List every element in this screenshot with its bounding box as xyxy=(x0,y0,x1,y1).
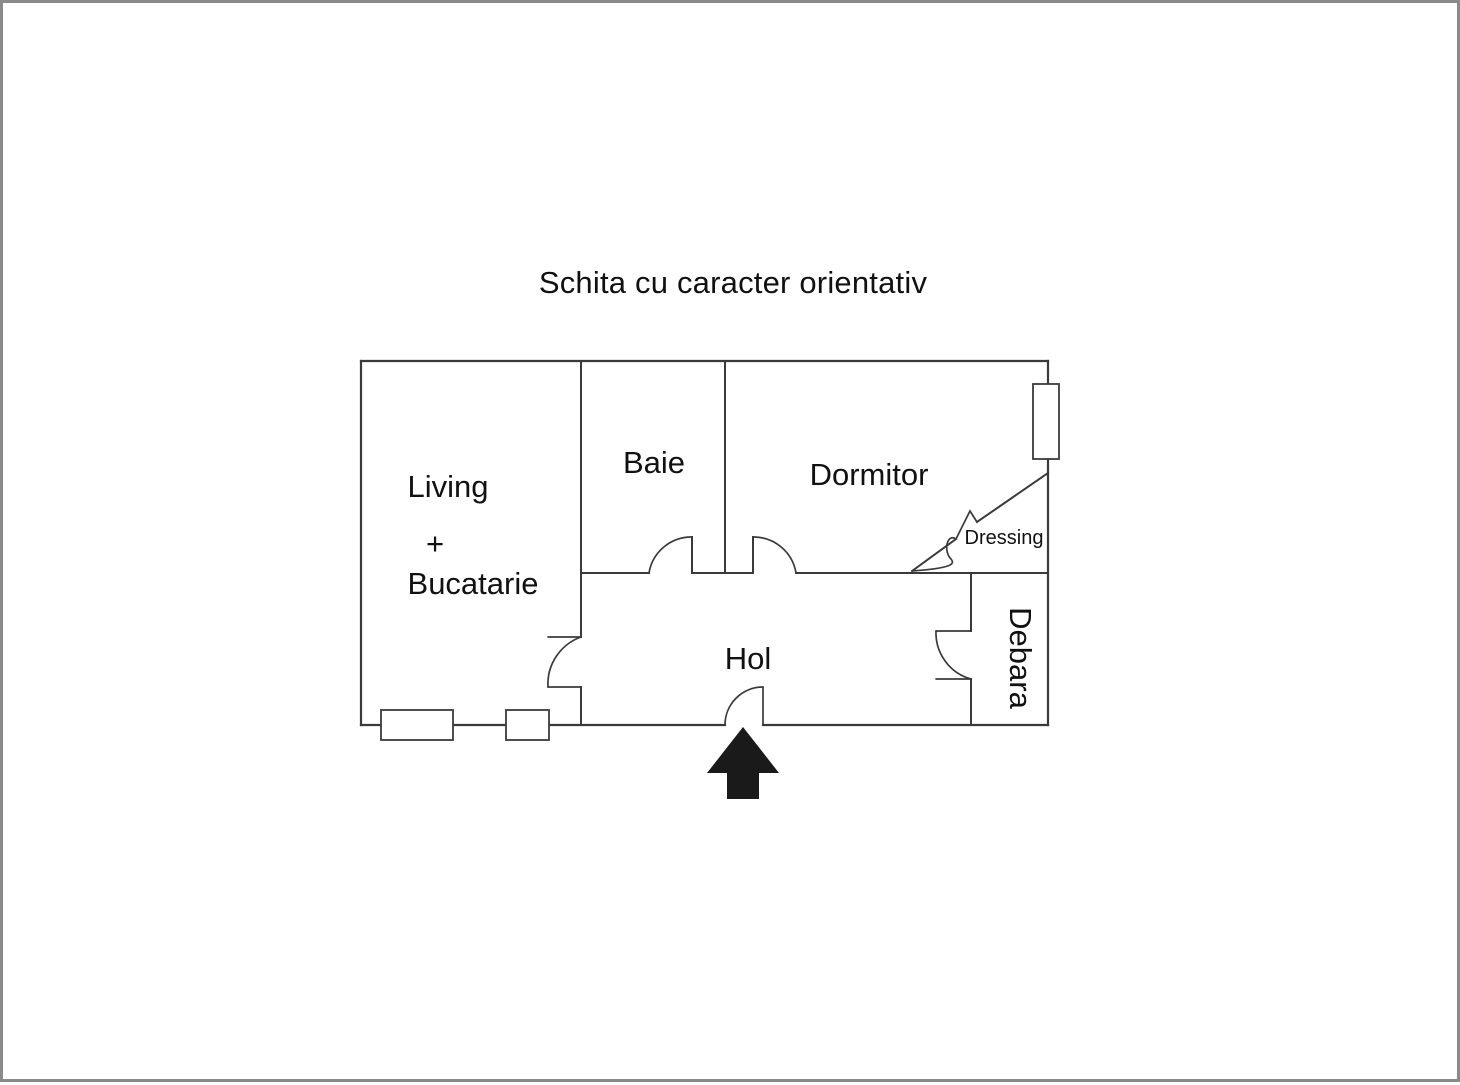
door-arc-entrance xyxy=(724,686,764,726)
floorplan-drawing: Living + Bucatarie Baie Dormitor Dressin… xyxy=(359,359,1060,799)
page-title: Schita cu caracter orientativ xyxy=(538,265,928,300)
door-arc-dressing xyxy=(911,536,957,572)
room-label-living-line1: Living xyxy=(408,469,489,504)
door-arc-baie xyxy=(648,536,693,574)
windows xyxy=(380,383,1060,741)
interior-walls xyxy=(580,360,1050,726)
room-label-dressing: Dressing xyxy=(965,527,1044,549)
door-arc-dormitor xyxy=(752,536,797,574)
door-fold-dressing xyxy=(955,509,978,540)
room-label-dormitor: Dormitor xyxy=(810,457,929,492)
door-swings xyxy=(547,509,978,726)
room-labels: Living + Bucatarie Baie Dormitor Dressin… xyxy=(408,445,1044,710)
window-living-right xyxy=(505,709,550,741)
room-label-living-line3: Bucatarie xyxy=(408,566,539,601)
window-living-left xyxy=(380,709,454,741)
window-dormitor-east xyxy=(1032,383,1060,460)
entrance-arrow-icon xyxy=(707,727,779,799)
wall-dressing-diagonal-lower xyxy=(910,537,958,573)
room-label-baie: Baie xyxy=(623,445,685,480)
wall-dressing-diagonal-upper xyxy=(975,471,1050,524)
room-label-living-line2: + xyxy=(426,526,444,561)
door-arc-living xyxy=(547,636,582,688)
room-label-hol: Hol xyxy=(725,641,772,676)
outer-walls xyxy=(359,359,1050,727)
door-arc-debara xyxy=(935,630,972,680)
room-label-debara: Debara xyxy=(1003,607,1038,709)
